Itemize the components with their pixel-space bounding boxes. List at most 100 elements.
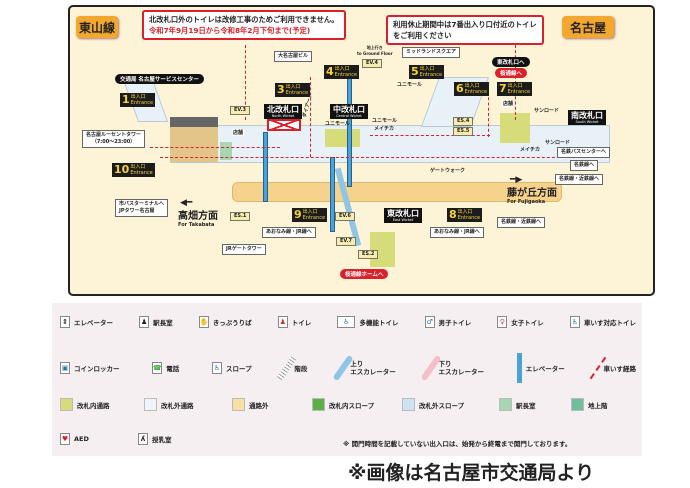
ev6-label: EV.6	[335, 212, 356, 221]
station-map: 東山線 名古屋 北改札口外のトイレは改修工事のためご利用できません。 令和7年9…	[68, 5, 655, 296]
meichika-label: メイチカ	[520, 147, 541, 153]
ev3-label: EV.3	[230, 106, 251, 115]
legend-slope: ♿スロープ	[212, 362, 252, 374]
line-badge: 東山線	[76, 16, 118, 38]
building	[170, 117, 218, 162]
legend-area: 改札内通路	[60, 398, 144, 411]
aonami-jr-label: あおなみ線・JR線へ	[262, 227, 316, 238]
swatch	[60, 398, 73, 411]
legend-women-toilet: ♀女子トイレ	[497, 316, 544, 328]
image-credit-caption: ※画像は名古屋市交通局より	[348, 462, 595, 484]
off-route-band	[232, 182, 562, 202]
men-toilet-icon: ♂	[424, 316, 435, 328]
gate-walk-label: ゲートウォーク	[430, 168, 466, 174]
toilet-icon: ♟	[277, 316, 288, 328]
sakuradori-home-label[interactable]: 桜通線ホームへ	[340, 269, 389, 279]
legend-aed: ♥AED	[60, 433, 89, 445]
elevator-shaft-icon	[516, 353, 522, 383]
ev4-label: EV.4	[362, 59, 383, 68]
legend-stairs: 階段	[277, 355, 307, 381]
legend-elevator: ⇕エレベーター	[60, 316, 113, 328]
ticket-icon: ✋	[198, 316, 209, 328]
east-gate-area	[370, 232, 395, 267]
locker-icon: ▣	[60, 362, 70, 374]
lucent-tower-label: 名古屋ルーセントタワー（7:00～23:00）	[82, 130, 146, 148]
sun-road-label: サンロード	[545, 140, 571, 146]
es4-label: ES.4	[453, 117, 474, 126]
meitetsu-bus-label: 名鉄バスセンターへ	[557, 147, 611, 158]
to-sakuradori-label[interactable]: 桜通線へ	[495, 68, 528, 78]
arrow-left-icon: ◀━	[180, 198, 193, 208]
elevator-icon: ⇕	[60, 316, 70, 328]
service-center-label: 交通局 名古屋サービスセンター	[115, 74, 204, 84]
swatch	[571, 398, 584, 411]
wheelchair-route	[488, 92, 489, 137]
closed-toilet	[267, 119, 301, 131]
legend-station-office: ♟駅長室	[139, 316, 173, 328]
station-office	[220, 142, 232, 160]
shop-label: 店舗	[232, 129, 245, 136]
notice-text: 北改札口外のトイレは改修工事のためご利用できません。	[149, 15, 339, 24]
notice-text: をご利用ください	[393, 31, 452, 40]
notice-period: 令和7年9月19日から令和8年2月下旬まで(予定)	[149, 26, 311, 35]
swatch	[402, 398, 415, 411]
unimall-label: ユニモール	[325, 121, 351, 127]
legend-area: 駅長室	[499, 398, 571, 411]
legend-multi-toilet: ♿多機能トイレ	[337, 316, 398, 328]
legend-coin-locker: ▣コインロッカー	[60, 362, 120, 374]
slope-icon: ♿	[212, 362, 223, 374]
wheelchair-route	[370, 135, 490, 136]
legend-wheelchair-route: 車いす経路	[590, 355, 636, 381]
legend-elevator-shaft: エレベーター	[516, 353, 565, 383]
nursing-room-icon: ʎ	[138, 433, 148, 445]
dai-nagoya-building-label: 大名古屋ビル	[274, 51, 313, 62]
wheelchair-route	[160, 157, 580, 158]
aed-heart-icon: ♥	[60, 433, 70, 445]
legend-area: 地上階	[571, 398, 608, 411]
to-east-wicket-label: 東改札口へ	[492, 57, 530, 67]
legend-toilet: ♟トイレ	[277, 316, 312, 328]
legend-phone: ☎電話	[152, 362, 180, 374]
aonami-jr-label: あおなみ線・JR線へ	[430, 227, 484, 238]
es5-label: ES.5	[453, 127, 474, 136]
opening-hours-note: ※ 開門時間を記載していない出入口は、始発から終電まで開門しております。	[343, 440, 572, 448]
shop-label: 店舗	[502, 100, 515, 107]
station-office-icon: ♟	[139, 316, 150, 328]
ev7-label: EV.7	[336, 237, 357, 246]
wheelchair-icon: ♿	[569, 316, 580, 328]
es1-label: ES.1	[230, 212, 251, 221]
legend-men-toilet: ♂男子トイレ	[424, 316, 472, 328]
elevator-shaft	[263, 132, 268, 202]
wheelchair-route	[150, 147, 280, 148]
meichika-label: メイチカ	[374, 126, 395, 132]
swatch	[144, 398, 157, 411]
es2-label: ES.2	[358, 250, 379, 259]
arrow-right-icon: ━▶	[510, 175, 523, 185]
elevator-shaft	[347, 67, 352, 187]
sun-road-label: サンロード	[534, 108, 560, 114]
legend-ticket: ✋きっぷうりば	[198, 316, 252, 328]
legend-wheelchair-toilet: ♿車いす対応トイレ	[569, 316, 636, 328]
legend-area: 改札外通路	[144, 398, 232, 411]
legend-down-escalator: 下り エスカレーター	[420, 354, 484, 382]
multipurpose-toilet-icon: ♿	[337, 316, 356, 328]
meitetsu-kintetsu-label: 名鉄線・近鉄線へ	[497, 217, 546, 228]
